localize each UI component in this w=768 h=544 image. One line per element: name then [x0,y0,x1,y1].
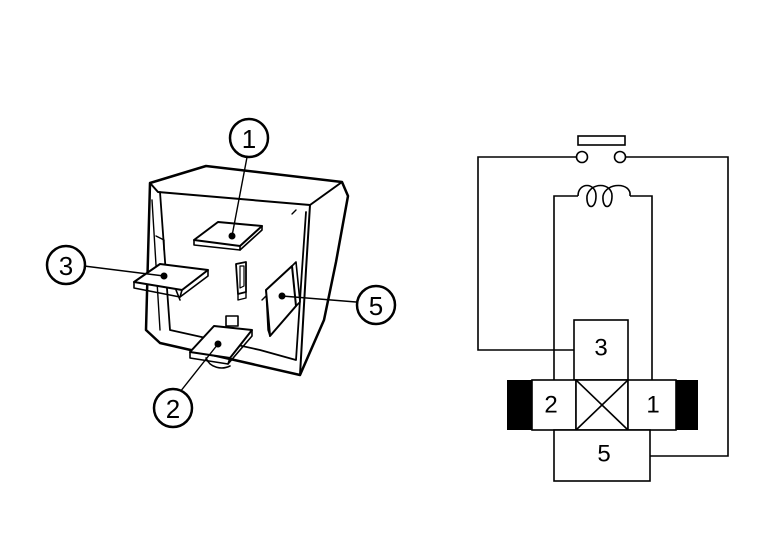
pin-label-1: 1 [646,392,659,419]
connector-tab-right [676,380,698,430]
connector-tab-left [507,380,532,430]
wire-coil-left [553,195,578,380]
pin-box-2 [531,379,577,431]
callout-3: 3 [45,244,87,286]
pin-label-2: 2 [544,392,557,419]
pin-box-1 [627,379,677,431]
callout-2: 2 [152,387,194,429]
relay-inner-wall [151,199,161,331]
pin-label-5: 5 [597,441,610,468]
callout-5-label: 5 [369,291,383,321]
schematic [477,135,729,482]
pin-label-3: 3 [594,335,607,362]
relay-body-outline [144,164,350,377]
terminal-dots [160,232,286,348]
wire-coil-right [630,195,653,380]
pin-box-3 [573,319,629,381]
callout-2-label: 2 [166,394,180,424]
leader-3 [83,265,165,277]
relay-right-side-edge [299,204,311,376]
wire-switch-right [626,156,729,457]
coil-symbol [577,184,631,208]
pin-box-5 [553,429,651,482]
wire-switch-left [477,156,576,351]
callout-1-label: 1 [242,124,256,154]
relay-illustration [83,151,357,393]
leader-2 [179,343,219,393]
leader-5 [281,295,357,303]
callout-3-label: 3 [59,251,73,281]
relay-top-rim [149,181,343,206]
callout-1: 1 [228,117,270,159]
callout-5: 5 [355,284,397,326]
leader-1 [231,151,249,237]
switch-symbol [575,135,627,164]
relay-inner-recess [159,191,307,361]
